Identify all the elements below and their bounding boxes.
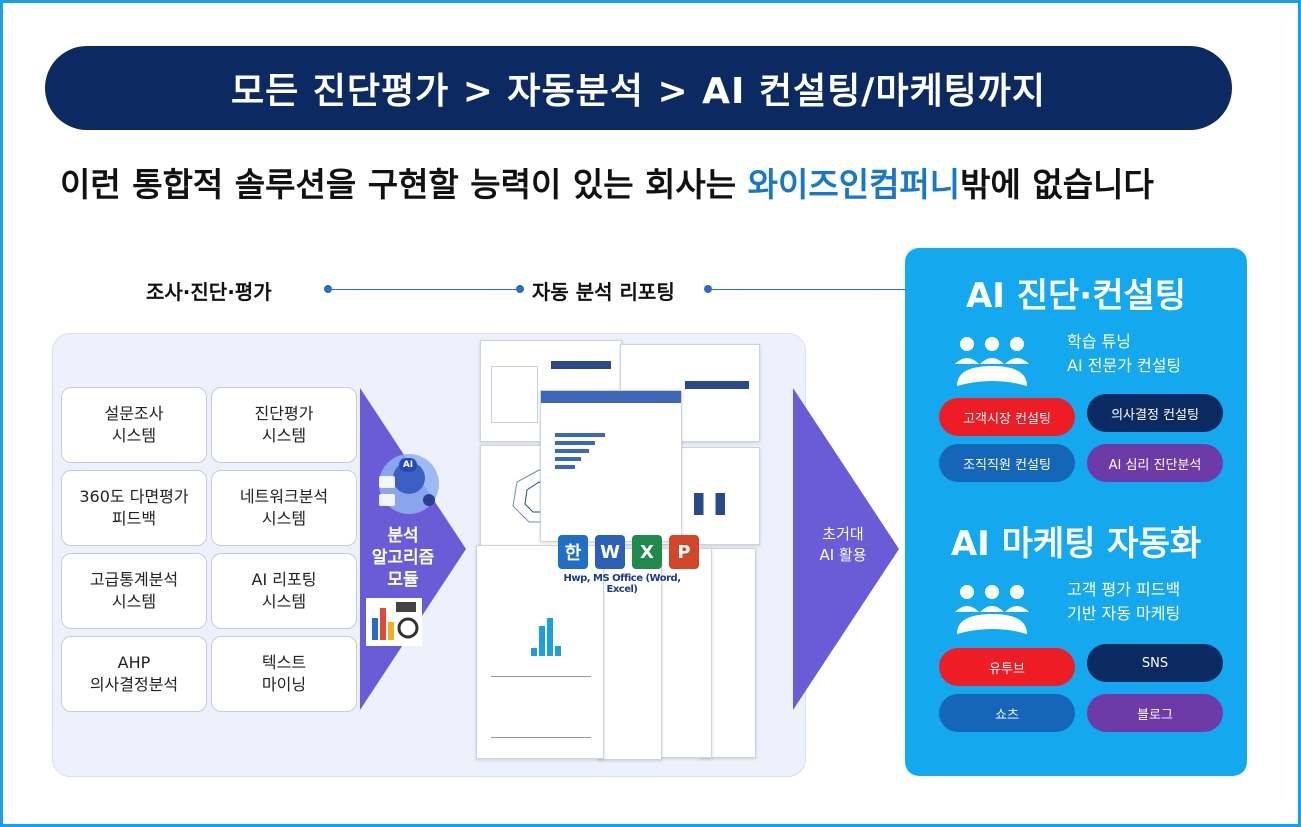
- subtitle-prefix: 이런 통합적 솔루션을 구현할 능력이 있는 회사는: [60, 165, 748, 204]
- pill-organization-consulting[interactable]: 조직직원 컨설팅: [939, 444, 1075, 482]
- company-name: 와이즈인컴퍼니: [747, 165, 961, 204]
- system-box[interactable]: AHP 의사결정분석: [61, 636, 207, 712]
- system-box[interactable]: 고급통계분석 시스템: [61, 553, 207, 629]
- hwp-icon: 한: [558, 535, 588, 569]
- powerpoint-icon: P: [669, 535, 699, 569]
- flow-connector: [332, 289, 516, 290]
- ai-services-panel: AI 진단·컨설팅 학습 튜닝 AI 전문가 컨설팅 고객시장 컨설팅 의사결정…: [905, 248, 1247, 776]
- pill-sns[interactable]: SNS: [1087, 644, 1223, 682]
- system-box[interactable]: 진단평가 시스템: [211, 387, 357, 463]
- flow-connector: [712, 289, 934, 290]
- ai-consulting-title: AI 진단·컨설팅: [965, 276, 1187, 316]
- page-subtitle: 이런 통합적 솔루션을 구현할 능력이 있는 회사는 와이즈인컴퍼니밖에 없습니…: [60, 158, 1240, 204]
- pill-shorts[interactable]: 쇼츠: [939, 694, 1075, 732]
- report-page: [598, 548, 662, 760]
- system-box[interactable]: 텍스트 마이닝: [211, 636, 357, 712]
- flow-step-survey: 조사·진단·평가: [146, 280, 272, 304]
- flow-step-reporting: 자동 분석 리포팅: [532, 280, 675, 304]
- flow-dot: [516, 285, 524, 293]
- ai-marketing-title: AI 마케팅 자동화: [950, 524, 1202, 564]
- system-box[interactable]: 설문조사 시스템: [61, 387, 207, 463]
- office-formats-label: Hwp, MS Office (Word, Excel): [563, 573, 681, 595]
- system-box[interactable]: AI 리포팅 시스템: [211, 553, 357, 629]
- page-title: 모든 진단평가 > 자동분석 > AI 컨설팅/마케팅까지: [45, 46, 1232, 130]
- algorithm-module-label: 분석 알고리즘 모듈: [371, 526, 435, 590]
- pill-decision-consulting[interactable]: 의사결정 컨설팅: [1087, 394, 1223, 432]
- pill-youtube[interactable]: 유투브: [939, 648, 1075, 686]
- people-group-icon: [955, 585, 1029, 634]
- report-page: [476, 545, 604, 759]
- super-ai-label: 초거대 AI 활용: [819, 525, 867, 564]
- analysis-tools-icon: [366, 598, 422, 646]
- ai-marketing-description: 고객 평가 피드백 기반 자동 마케팅: [1067, 580, 1181, 623]
- flow-dot: [704, 285, 712, 293]
- pill-blog[interactable]: 블로그: [1087, 694, 1223, 732]
- ai-consulting-description: 학습 튜닝 AI 전문가 컨설팅: [1067, 332, 1182, 375]
- report-page-front: [540, 390, 682, 542]
- system-box[interactable]: 360도 다면평가 피드백: [61, 470, 207, 546]
- pill-ai-psych-analysis[interactable]: AI 심리 진단분석: [1087, 444, 1223, 482]
- people-group-icon: [955, 337, 1029, 386]
- ai-brain-icon: [379, 454, 439, 514]
- subtitle-suffix: 밖에 없습니다: [960, 165, 1154, 204]
- ai-badge: AI: [399, 458, 417, 472]
- super-ai-chevron: [793, 388, 899, 710]
- flow-dot: [324, 285, 332, 293]
- excel-icon: X: [632, 535, 662, 569]
- report-page: [658, 548, 712, 758]
- pill-customer-market-consulting[interactable]: 고객시장 컨설팅: [939, 398, 1075, 436]
- word-icon: W: [595, 535, 625, 569]
- system-box[interactable]: 네트워크분석 시스템: [211, 470, 357, 546]
